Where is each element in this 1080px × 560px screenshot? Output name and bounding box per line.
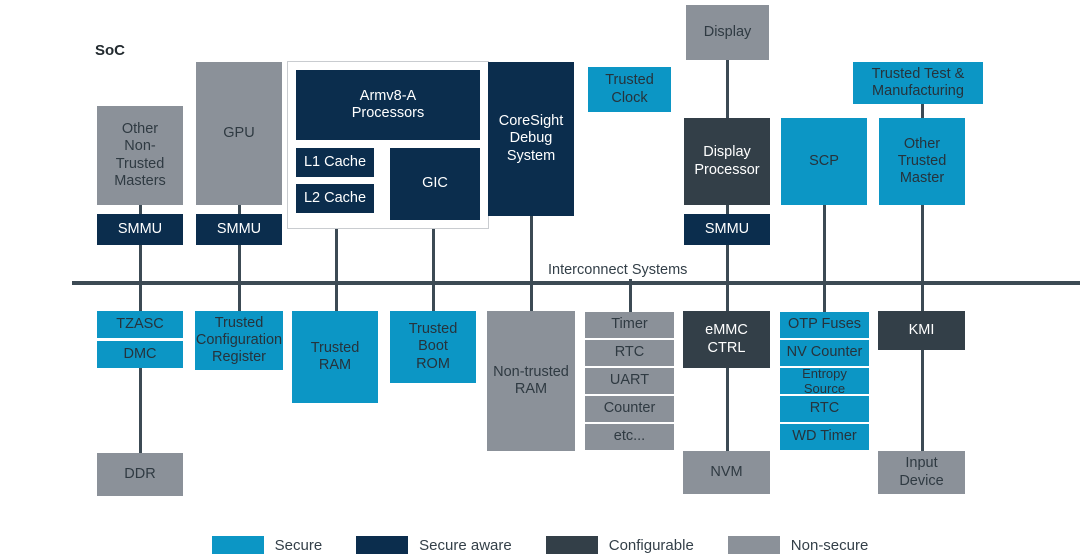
legend-swatch-non-secure	[727, 536, 780, 554]
block-peripheral-timer[interactable]: Timer	[585, 312, 674, 338]
block-l2-cache[interactable]: L2 Cache	[296, 184, 374, 213]
connector-line	[139, 360, 142, 455]
block-coresight-debug-system[interactable]: CoreSight Debug System	[488, 62, 574, 216]
legend-swatch-secure-aware	[356, 536, 409, 554]
block-smmu-1[interactable]: SMMU	[97, 214, 183, 245]
legend-item-non-secure: Non-secure	[727, 536, 869, 554]
legend-label-non-secure: Non-secure	[790, 536, 869, 554]
block-scp[interactable]: SCP	[781, 118, 867, 205]
legend-label-secure-aware: Secure aware	[419, 536, 512, 554]
connector-line	[335, 279, 338, 315]
block-secure-rtc[interactable]: RTC	[780, 396, 869, 422]
block-non-trusted-ram[interactable]: Non-trusted RAM	[487, 311, 575, 451]
block-other-trusted-master[interactable]: Other Trusted Master	[879, 118, 965, 205]
block-peripheral-uart[interactable]: UART	[585, 368, 674, 394]
connector-line	[823, 205, 826, 283]
soc-label: SoC	[95, 42, 125, 59]
block-trusted-ram[interactable]: Trusted RAM	[292, 311, 378, 403]
legend-swatch-configurable	[545, 536, 598, 554]
connector-line	[823, 279, 826, 312]
block-dmc[interactable]: DMC	[97, 341, 183, 368]
legend-item-secure-aware: Secure aware	[356, 536, 512, 554]
connector-line	[629, 279, 632, 312]
block-trusted-test-manufacturing[interactable]: Trusted Test & Manufacturing	[853, 62, 983, 104]
legend: Secure Secure aware Configurable Non-sec…	[0, 530, 1080, 560]
interconnect-bus-label: Interconnect Systems	[543, 262, 693, 278]
connector-line	[921, 350, 924, 453]
block-peripheral-counter[interactable]: Counter	[585, 396, 674, 422]
block-emmc-ctrl[interactable]: eMMC CTRL	[683, 311, 770, 368]
connector-line	[726, 279, 729, 315]
block-display[interactable]: Display	[686, 5, 769, 60]
connector-line	[530, 216, 533, 283]
block-smmu-2[interactable]: SMMU	[196, 214, 282, 245]
block-input-device[interactable]: Input Device	[878, 451, 965, 494]
block-l1-cache[interactable]: L1 Cache	[296, 148, 374, 177]
block-other-non-trusted-masters[interactable]: Other Non-Trusted Masters	[97, 106, 183, 205]
block-gic[interactable]: GIC	[390, 148, 480, 220]
legend-item-secure: Secure	[211, 536, 323, 554]
block-peripheral-etc[interactable]: etc...	[585, 424, 674, 450]
connector-line	[139, 279, 142, 315]
block-trusted-boot-rom[interactable]: Trusted Boot ROM	[390, 311, 476, 383]
block-gpu[interactable]: GPU	[196, 62, 282, 205]
interconnect-bus	[72, 281, 1080, 285]
block-armv8a-processors[interactable]: Armv8-A Processors	[296, 70, 480, 140]
block-trusted-configuration-register[interactable]: Trusted Configuration Register	[195, 311, 283, 370]
block-ddr[interactable]: DDR	[97, 453, 183, 496]
block-otp-fuses[interactable]: OTP Fuses	[780, 312, 869, 338]
block-tzasc[interactable]: TZASC	[97, 311, 183, 338]
legend-label-secure: Secure	[274, 536, 323, 554]
legend-label-configurable: Configurable	[608, 536, 694, 554]
legend-item-configurable: Configurable	[545, 536, 694, 554]
block-nvm[interactable]: NVM	[683, 451, 770, 494]
connector-line	[530, 279, 533, 315]
block-kmi[interactable]: KMI	[878, 311, 965, 350]
block-wd-timer[interactable]: WD Timer	[780, 424, 869, 450]
block-trusted-clock[interactable]: Trusted Clock	[588, 67, 671, 112]
connector-line	[921, 279, 924, 315]
legend-swatch-secure	[211, 536, 264, 554]
connector-line	[238, 279, 241, 315]
block-smmu-3[interactable]: SMMU	[684, 214, 770, 245]
block-display-processor[interactable]: Display Processor	[684, 118, 770, 205]
connector-line	[726, 358, 729, 453]
block-peripheral-rtc[interactable]: RTC	[585, 340, 674, 366]
connector-line	[432, 279, 435, 315]
block-entropy-source[interactable]: Entropy Source	[780, 366, 869, 396]
block-nv-counter[interactable]: NV Counter	[780, 340, 869, 366]
